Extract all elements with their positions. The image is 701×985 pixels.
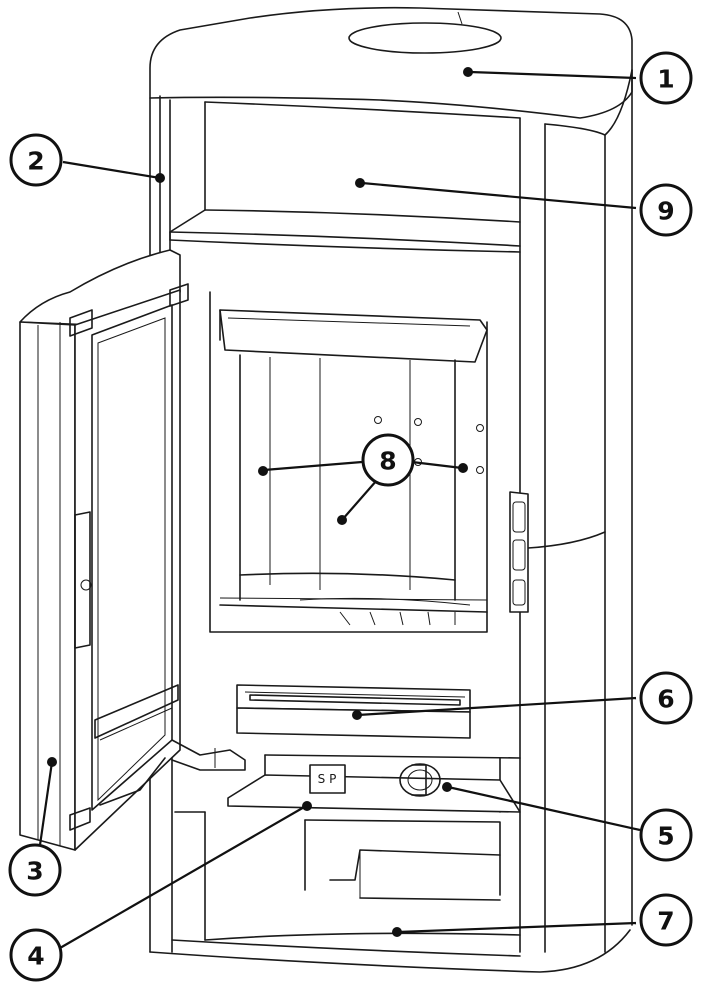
svg-text:6: 6 [657, 685, 674, 714]
open-door [19, 249, 246, 851]
svg-text:3: 3 [26, 857, 43, 886]
lower-compartment: S P [174, 754, 521, 941]
callout-5: 5 [442, 782, 693, 862]
svg-text:5: 5 [657, 822, 674, 851]
callout-3: 3 [8, 757, 62, 897]
callout-4: 4 [9, 801, 312, 982]
callout-7: 7 [392, 893, 693, 947]
rotary-knob [399, 763, 441, 797]
callout-1: 1 [463, 51, 693, 105]
stove-body [149, 69, 633, 973]
callout-9: 9 [355, 178, 693, 237]
air-intake [236, 684, 471, 739]
callouts: 1 2 9 8 [8, 51, 693, 982]
air-control-marking: S P [318, 772, 337, 786]
svg-text:2: 2 [27, 147, 44, 176]
svg-text:4: 4 [27, 942, 44, 971]
svg-text:1: 1 [657, 65, 674, 94]
firebox [209, 291, 488, 633]
svg-text:7: 7 [657, 907, 674, 936]
callout-8: 8 [258, 433, 468, 525]
door-latch [509, 491, 529, 613]
upper-compartment [169, 101, 521, 247]
callout-2: 2 [9, 133, 165, 187]
svg-text:9: 9 [657, 197, 674, 226]
callout-6: 6 [352, 671, 693, 725]
svg-text:8: 8 [379, 447, 396, 476]
top-cover [149, 6, 633, 119]
